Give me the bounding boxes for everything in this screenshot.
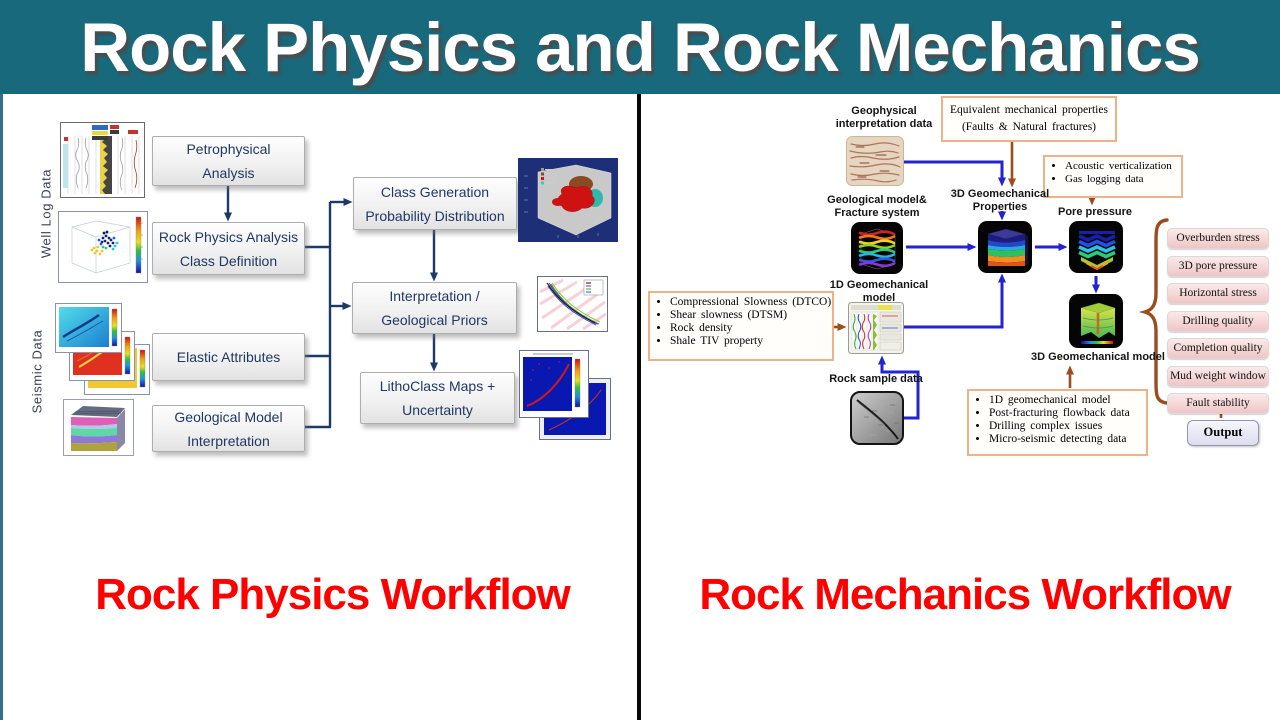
left-edge-line <box>0 94 3 720</box>
curly-brace <box>1138 218 1169 405</box>
output-pill: 3D pore pressure <box>1167 255 1269 277</box>
equivalent-properties-box: Equivalent mechanical properties (Faults… <box>941 96 1117 142</box>
output-pill: Fault stability <box>1167 393 1269 414</box>
geophysical-texture-image <box>846 136 904 186</box>
fracture-system-cube-image <box>851 222 903 274</box>
litho-colorbar <box>574 358 581 408</box>
flowbox-elastic-attributes: Elastic Attributes <box>152 333 305 381</box>
title-banner: Rock Physics and Rock Mechanics <box>0 0 1280 94</box>
bullet-item: 1D geomechanical model <box>989 394 1146 406</box>
class-probability-bodies-image <box>518 158 618 242</box>
output-pill: Overburden stress <box>1167 228 1269 249</box>
output-button: Output <box>1187 420 1259 446</box>
flowbox-class-generation: Class Generation Probability Distributio… <box>353 177 517 230</box>
acoustic-bullet-list: Acoustic verticalizationGas logging data <box>1065 160 1181 185</box>
pore-pressure-label: Pore pressure <box>1058 206 1132 218</box>
model-bullet-list: 1D geomechanical modelPost-fracturing fl… <box>989 394 1146 445</box>
well-log-data-side-label: Well Log Data <box>38 168 54 259</box>
flowbox-rock-physics-analysis: Rock Physics Analysis Class Definition <box>152 222 305 275</box>
3d-geomech-model-label: 3D Geomechanical model <box>1031 351 1165 363</box>
3d-geomech-properties-label: 3D Geomechanical Properties <box>950 188 1050 213</box>
seismic-data-side-label: Seismic Data <box>29 329 45 414</box>
slide-title: Rock Physics and Rock Mechanics <box>80 9 1200 86</box>
arrow-geophysical-to-props <box>904 160 1006 187</box>
acoustic-input-box: Acoustic verticalizationGas logging data <box>1043 155 1183 198</box>
geological-priors-crossplot-image <box>537 276 608 332</box>
blob-legend <box>541 168 553 185</box>
bullet-item: Compressional Slowness (DTCO) <box>670 296 832 308</box>
well-log-image <box>60 122 145 198</box>
rock-sample-label: Rock sample data <box>829 373 923 385</box>
bullet-item: Shear slowness (DTSM) <box>670 309 832 321</box>
bullet-item: Micro-seismic detecting data <box>989 433 1146 445</box>
bullet-item: Post-fracturing flowback data <box>989 407 1146 419</box>
output-pill: Completion quality <box>1167 338 1269 359</box>
bullet-item: Drilling complex issues <box>989 420 1146 432</box>
crossplot-legend <box>583 279 604 296</box>
flowbox-petrophysical-analysis: Petrophysical Analysis <box>152 136 305 186</box>
litho-map-front-image <box>519 350 589 418</box>
flowbox-interpretation-priors: Interpretation / Geological Priors <box>352 282 517 334</box>
output-pill: Mud weight window <box>1167 365 1269 387</box>
seismic-map-blue-image <box>55 303 122 353</box>
geophysical-data-label: Geophysical interpretation data <box>835 105 933 130</box>
geomech-model-cube-image <box>1069 294 1123 348</box>
output-pill: Horizontal stress <box>1167 283 1269 304</box>
left-caption: Rock Physics Workflow <box>95 570 571 619</box>
bullet-item: Rock density <box>670 322 832 334</box>
scatter-colorbar <box>135 216 142 274</box>
bullet-item: Shale TIV property <box>670 335 832 347</box>
rock-physics-scatter-image <box>58 211 148 283</box>
slowness-input-box: Compressional Slowness (DTCO)Shear slown… <box>648 291 834 361</box>
flowbox-geological-model-interpretation: Geological Model Interpretation <box>152 405 305 452</box>
pore-pressure-cube-image <box>1069 221 1123 273</box>
slowness-bullet-list: Compressional Slowness (DTCO)Shear slown… <box>670 296 832 347</box>
output-pill: Drilling quality <box>1167 310 1269 332</box>
rock-sample-image <box>850 391 904 445</box>
flowbox-lithoclass-maps: LithoClass Maps + Uncertainty <box>360 372 515 424</box>
geological-model-image <box>63 399 134 456</box>
geo-model-fracture-label: Geological model& Fracture system <box>827 194 927 219</box>
bullet-item: Acoustic verticalization <box>1065 160 1181 172</box>
geomech-properties-cube-image <box>978 221 1032 273</box>
right-caption: Rock Mechanics Workflow <box>699 570 1231 619</box>
model-input-box: 1D geomechanical modelPost-fracturing fl… <box>967 389 1148 456</box>
1d-model-well-panel-image <box>848 302 904 354</box>
1d-geomech-model-label: 1D Geomechanical model <box>829 279 929 304</box>
bullet-item: Gas logging data <box>1065 173 1181 185</box>
panel-divider <box>637 94 641 720</box>
